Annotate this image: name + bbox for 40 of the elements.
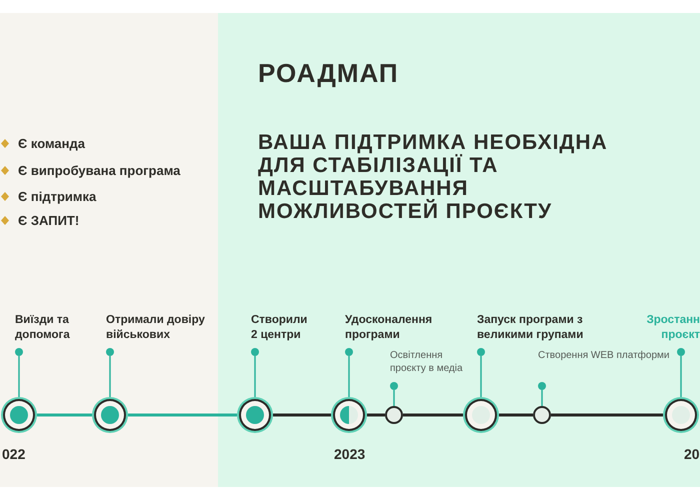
- timeline-line: [551, 414, 663, 416]
- stem-line: [254, 356, 256, 397]
- milestone-circle: [463, 397, 499, 433]
- milestone-label: Створення WEB платформи: [538, 349, 670, 362]
- checklist-item: Є підтримка: [18, 188, 96, 205]
- stem-line: [18, 356, 20, 397]
- checklist-item: Є команда: [18, 135, 85, 152]
- subtitle: ВАША ПІДТРИМКА НЕОБХІДНА ДЛЯ СТАБІЛІЗАЦІЇ ТА МАСШТАБУВАННЯ МОЖЛИВОСТЕЙ ПРОЄКТУ: [258, 131, 609, 223]
- year-label: 2023: [334, 445, 366, 463]
- milestone-label: Удосконалення програми: [345, 313, 434, 343]
- timeline-line: [403, 414, 463, 416]
- milestone-circle: [533, 406, 551, 424]
- timeline-line: [367, 414, 385, 416]
- timeline-line: [128, 414, 237, 416]
- milestone-circle: [385, 406, 403, 424]
- page-title: РОАДМАП: [258, 58, 399, 88]
- timeline-line: [37, 414, 92, 416]
- milestone-label: Виїзди та допомога: [15, 313, 71, 343]
- milestone-circle: [237, 397, 273, 433]
- timeline-line: [273, 414, 331, 416]
- stem-line: [541, 390, 543, 406]
- stem-line: [480, 356, 482, 397]
- checklist-item: Є ЗАПИТ!: [18, 212, 80, 229]
- timeline-line: [499, 414, 533, 416]
- stem-line: [393, 390, 395, 406]
- year-label: 20: [684, 445, 700, 463]
- milestone-label: Отримали довіру військових: [106, 313, 206, 343]
- checklist-item: Є випробувана програма: [18, 162, 180, 179]
- milestone-circle: [92, 397, 128, 433]
- milestone-circle: [663, 397, 699, 433]
- milestone-label: Створили 2 центри: [251, 313, 308, 343]
- stem-line: [109, 356, 111, 397]
- year-label: 022: [2, 445, 26, 463]
- milestone-label: Запуск програми з великими групами: [477, 313, 584, 343]
- milestone-circle: [331, 397, 367, 433]
- stem-line: [348, 356, 350, 397]
- stem-line: [680, 356, 682, 397]
- milestone-label: Зростанн проєкт: [646, 313, 700, 343]
- milestone-label: Освітлення проєкту в медіа: [390, 349, 464, 375]
- milestone-circle: [1, 397, 37, 433]
